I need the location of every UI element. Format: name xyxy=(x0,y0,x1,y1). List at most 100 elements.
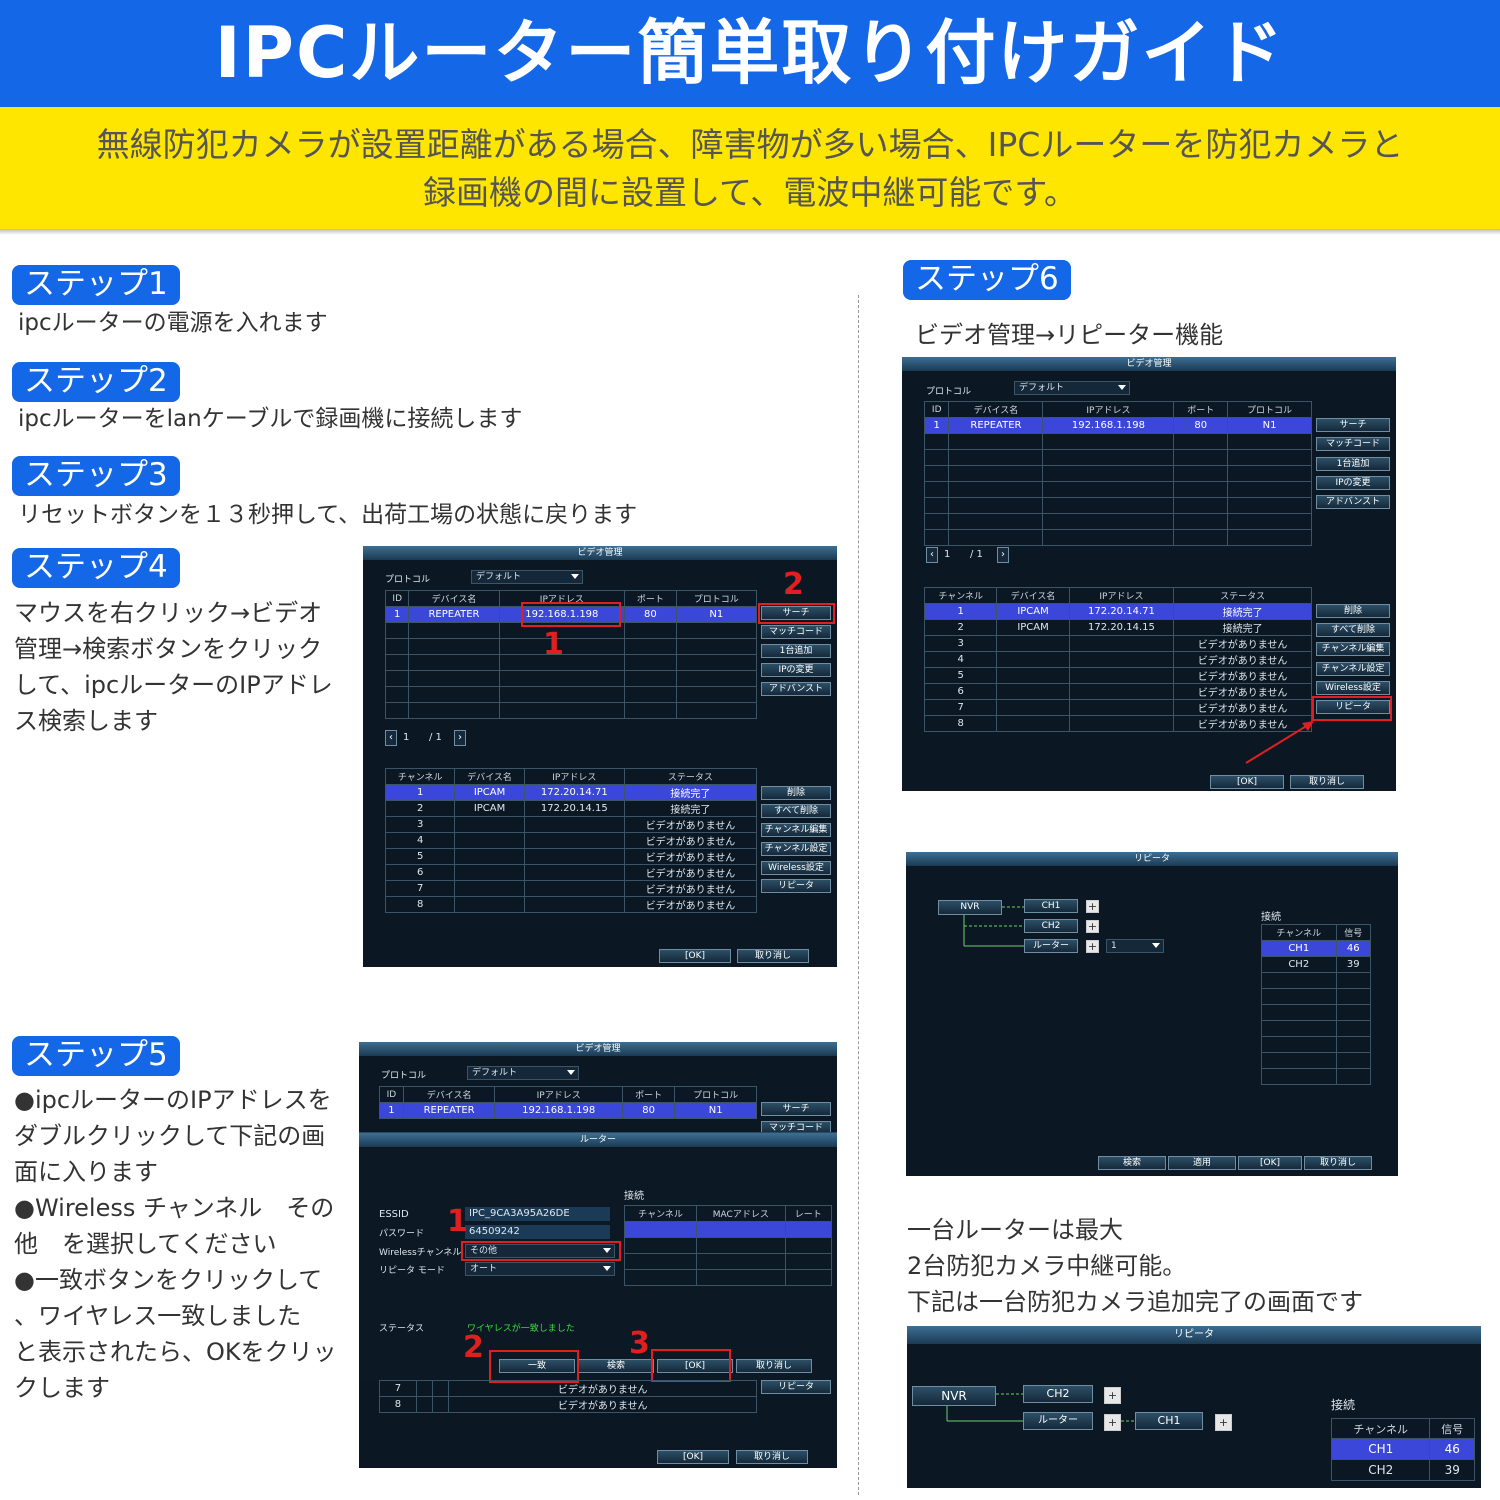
ch2-node[interactable]: CH2 xyxy=(1024,919,1078,933)
cell: 3 xyxy=(923,635,998,652)
channel-settings-button[interactable]: チャンネル設定 xyxy=(761,842,831,856)
delete-all-button[interactable]: すべて削除 xyxy=(761,804,831,818)
repeater-mode-select[interactable]: オート xyxy=(465,1262,615,1276)
change-ip-button[interactable]: IPの変更 xyxy=(761,663,831,677)
channel-settings-button[interactable]: チャンネル設定 xyxy=(1316,662,1390,676)
next-page-button[interactable]: › xyxy=(997,547,1009,563)
ok-button[interactable]: [OK] xyxy=(657,1450,729,1464)
ok-button[interactable]: [OK] xyxy=(1210,775,1284,789)
cancel-button[interactable]: 取り消し xyxy=(736,1450,808,1464)
match-button[interactable]: 一致 xyxy=(499,1359,575,1373)
add-one-button[interactable]: 1台追加 xyxy=(761,644,831,658)
search-button[interactable]: 検索 xyxy=(578,1359,654,1373)
step4-badge: ステップ4 xyxy=(12,548,180,588)
protocol-select[interactable]: デフォルト xyxy=(467,1066,579,1080)
prev-page-button[interactable]: ‹ xyxy=(926,547,938,563)
cancel-button[interactable]: 取り消し xyxy=(737,949,809,963)
cell xyxy=(675,686,758,703)
essid-field[interactable]: IPC_9CA3A95A26DE xyxy=(465,1207,610,1221)
cancel-button[interactable]: 取り消し xyxy=(1290,775,1364,789)
channel-edit-button[interactable]: チャンネル編集 xyxy=(1316,642,1390,656)
channel-edit-button[interactable]: チャンネル編集 xyxy=(761,823,831,837)
wireless-channel-select[interactable]: その他 xyxy=(465,1244,615,1258)
match-code-button[interactable]: マッチコード xyxy=(1316,437,1390,451)
add-one-button[interactable]: 1台追加 xyxy=(1316,457,1390,471)
change-ip-button[interactable]: IPの変更 xyxy=(1316,476,1390,490)
table-row[interactable] xyxy=(623,1221,833,1238)
delete-all-button[interactable]: すべて削除 xyxy=(1316,623,1390,637)
cancel-button[interactable]: 取り消し xyxy=(1304,1156,1372,1170)
search-button[interactable]: サーチ xyxy=(761,606,831,620)
router-node[interactable]: ルーター xyxy=(1023,1412,1093,1430)
ok-button[interactable]: [OK] xyxy=(1238,1156,1302,1170)
marker-2: 2 xyxy=(463,1330,484,1365)
router-node[interactable]: ルーター xyxy=(1024,939,1078,953)
add-icon[interactable]: + xyxy=(1104,1414,1121,1431)
next-page-button[interactable]: › xyxy=(454,730,466,746)
protocol-select[interactable]: デフォルト xyxy=(1014,381,1130,395)
cell xyxy=(1335,1052,1372,1069)
match-code-button[interactable]: マッチコード xyxy=(761,625,831,639)
add-icon[interactable]: + xyxy=(1104,1387,1121,1404)
apply-button[interactable]: 適用 xyxy=(1168,1156,1236,1170)
cell: REPEATER xyxy=(402,1102,496,1119)
ch1-node[interactable]: CH1 xyxy=(1135,1412,1203,1430)
ok-button[interactable]: [OK] xyxy=(659,949,731,963)
cell xyxy=(996,651,1070,668)
ch1-node[interactable]: CH1 xyxy=(1024,899,1078,913)
advanced-button[interactable]: アドバンスト xyxy=(1316,495,1390,509)
wireless-settings-button[interactable]: Wireless設定 xyxy=(1316,681,1390,695)
add-icon[interactable]: + xyxy=(1086,900,1099,913)
step5-line: と表示されたら、OKをクリッ xyxy=(14,1338,337,1366)
cell xyxy=(408,702,500,719)
cancel-button[interactable]: 取り消し xyxy=(736,1359,812,1373)
repeater-button[interactable]: リピータ xyxy=(761,1380,831,1394)
marker-2: 2 xyxy=(783,567,804,602)
repeater-button[interactable]: リピータ xyxy=(1316,700,1390,714)
col-header: ポート xyxy=(622,1086,676,1103)
add-icon[interactable]: + xyxy=(1086,940,1099,953)
password-field[interactable]: 64509242 xyxy=(465,1225,610,1239)
router-channel-select[interactable]: 1 xyxy=(1106,939,1164,953)
delete-button[interactable]: 削除 xyxy=(1316,604,1390,618)
delete-button[interactable]: 削除 xyxy=(761,786,831,800)
cell xyxy=(1227,449,1312,466)
add-icon[interactable]: + xyxy=(1215,1414,1232,1431)
advanced-button[interactable]: アドバンスト xyxy=(761,682,831,696)
search-button[interactable]: サーチ xyxy=(761,1102,831,1116)
search-button[interactable]: サーチ xyxy=(1316,418,1390,432)
repeater-button[interactable]: リピータ xyxy=(761,879,831,893)
protocol-select[interactable]: デフォルト xyxy=(471,570,583,584)
ok-button[interactable]: [OK] xyxy=(657,1359,733,1373)
prev-page-button[interactable]: ‹ xyxy=(385,730,397,746)
ch2-node[interactable]: CH2 xyxy=(1023,1385,1093,1403)
wireless-settings-button[interactable]: Wireless設定 xyxy=(761,861,831,875)
search-button[interactable]: 検索 xyxy=(1098,1156,1166,1170)
add-icon[interactable]: + xyxy=(1086,920,1099,933)
